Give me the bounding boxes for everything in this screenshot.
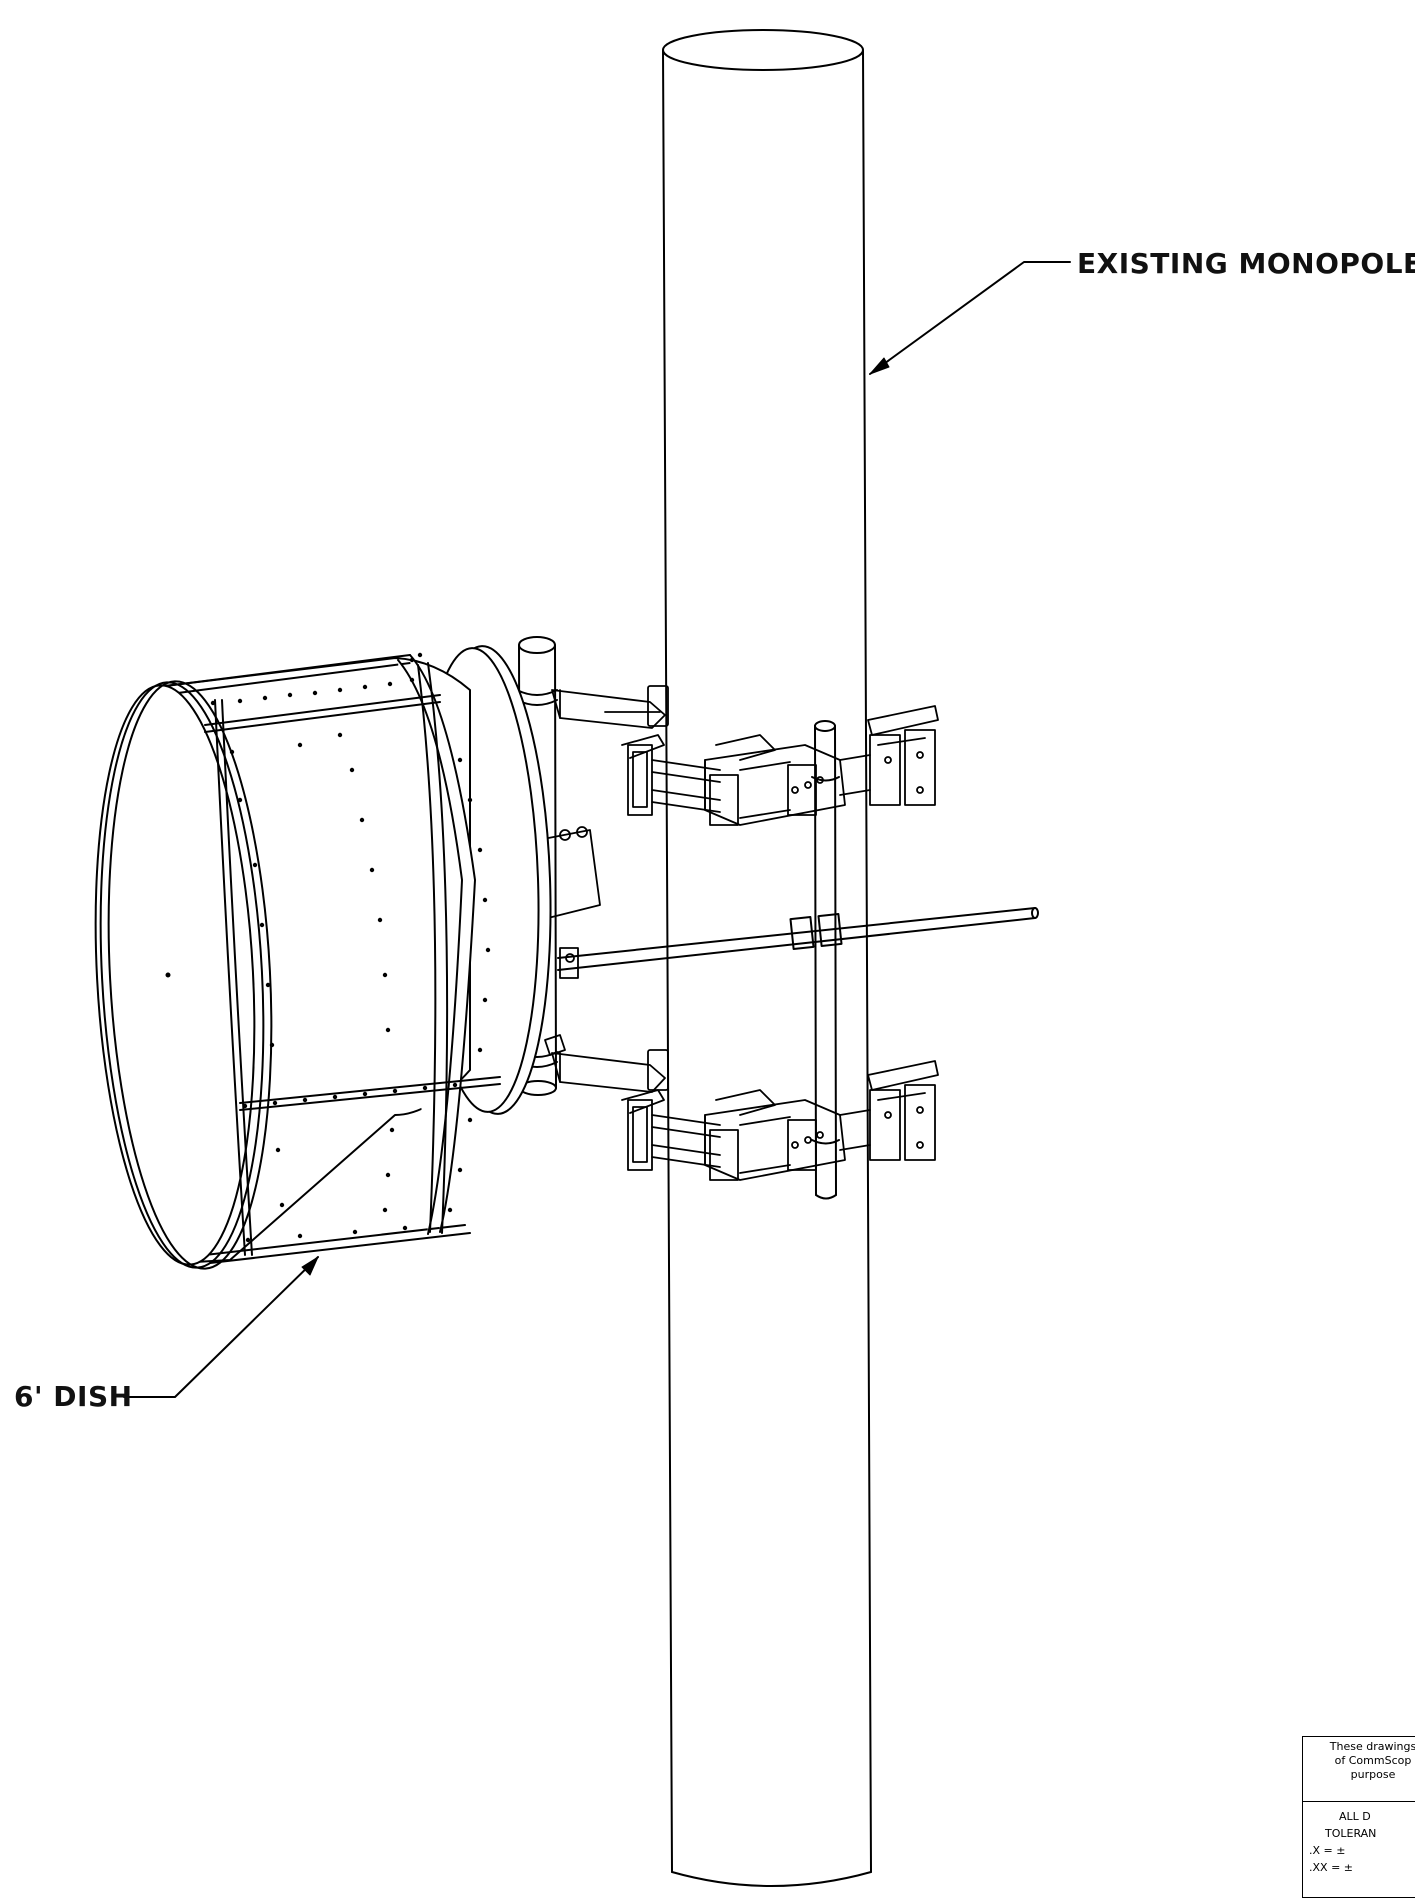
- dish: [94, 645, 552, 1270]
- note-line: purpose: [1350, 1768, 1396, 1781]
- monopole: [662, 29, 872, 1887]
- dish-rivets: [210, 652, 491, 1243]
- upper-left-standoff: [551, 685, 721, 816]
- center-pipe: [811, 720, 840, 1200]
- monopole-leader: [869, 261, 1071, 375]
- note-line: These drawings: [1329, 1740, 1415, 1753]
- existing-monopole-label: EXISTING MONOPOLE: [1077, 247, 1415, 280]
- note-line: of CommScop: [1334, 1754, 1412, 1767]
- tolerance-block: ALL D TOLERAN .X = ± .XX = ±: [1303, 1802, 1415, 1882]
- dish-label: 6' DISH: [14, 1380, 133, 1413]
- lower-right-standoff: [839, 1060, 939, 1161]
- tolerance-line: .X = ±: [1309, 1844, 1346, 1857]
- upper-right-standoff: [839, 705, 939, 806]
- lower-front-clamp: [704, 1089, 846, 1181]
- dish-leader: [123, 1256, 319, 1398]
- title-block: These drawings of CommScop purpose ALL D…: [1302, 1736, 1415, 1898]
- tolerance-line: .XX = ±: [1309, 1861, 1353, 1874]
- tolerance-line: TOLERAN: [1325, 1827, 1377, 1840]
- upper-front-clamp: [704, 734, 846, 826]
- horizontal-pipe: [557, 907, 1039, 971]
- title-block-note: These drawings of CommScop purpose: [1303, 1737, 1415, 1802]
- tolerance-line: ALL D: [1339, 1810, 1371, 1823]
- lower-left-standoff: [551, 1049, 721, 1171]
